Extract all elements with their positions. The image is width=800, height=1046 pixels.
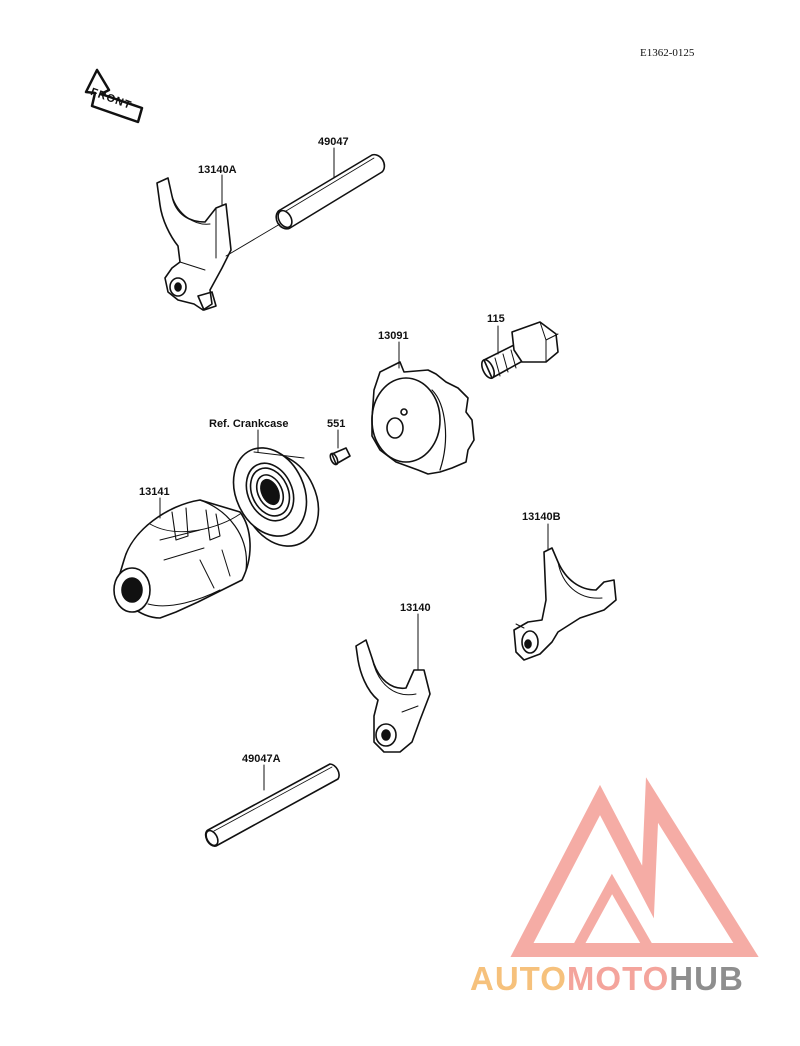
label-13091: 13091 — [378, 330, 409, 342]
label-13140: 13140 — [400, 602, 431, 614]
label-49047: 49047 — [318, 136, 349, 148]
pin-551 — [329, 447, 351, 466]
shaft-49047A — [204, 763, 340, 847]
label-ref-crankcase: Ref. Crankcase — [209, 418, 289, 430]
bolt-115 — [481, 321, 559, 380]
leader-lines — [159, 147, 549, 791]
label-13140B: 13140B — [522, 511, 561, 523]
label-13140A: 13140A — [198, 164, 237, 176]
label-13141: 13141 — [139, 486, 170, 498]
watermark-part-hub: HUB — [669, 960, 744, 997]
shift-drum-13141 — [113, 499, 251, 619]
bearing — [232, 447, 320, 547]
diagram-id: E1362-0125 — [640, 47, 695, 59]
shift-fork-13140B — [513, 547, 617, 661]
shift-fork-13140A — [156, 177, 281, 311]
shaft-49047 — [275, 153, 386, 230]
watermark-part-auto: AUTO — [470, 960, 567, 997]
watermark-logo-icon — [510, 777, 759, 957]
watermark-part-moto: MOTO — [566, 960, 670, 997]
shift-drum-plate-13091 — [371, 361, 475, 475]
shift-fork-13140 — [355, 639, 431, 753]
front-arrow-icon — [84, 68, 144, 124]
watermark-text: AUTOMOTOHUB — [470, 960, 744, 998]
label-115: 115 — [487, 313, 505, 325]
label-551: 551 — [327, 418, 346, 430]
label-49047A: 49047A — [242, 753, 281, 765]
